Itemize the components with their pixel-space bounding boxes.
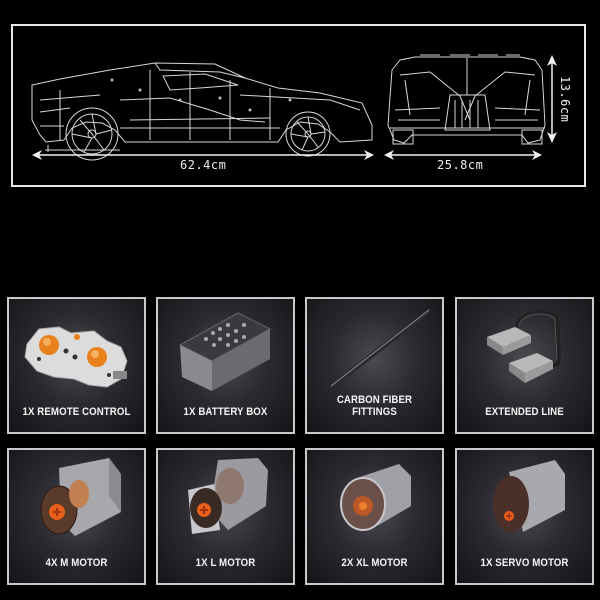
length-dimension: 62.4cm xyxy=(180,158,227,172)
component-label: EXTENDED LINE xyxy=(485,406,564,418)
component-tile-m-motor: 4X M MOTOR xyxy=(7,448,146,585)
component-tile-extended-line: EXTENDED LINE xyxy=(455,297,594,434)
arrow-right-icon xyxy=(364,150,374,160)
height-dimension: 13.6cm xyxy=(558,76,572,123)
width-dimension: 25.8cm xyxy=(437,158,484,172)
xl-motor-icon xyxy=(340,464,411,531)
dimension-arrows xyxy=(32,55,557,160)
servo-motor-icon xyxy=(493,460,565,532)
arrow-up-icon xyxy=(547,55,557,66)
component-label: 1X REMOTE CONTROL xyxy=(22,406,131,418)
l-motor-icon xyxy=(188,458,268,534)
arrow-down-icon xyxy=(547,132,557,143)
component-label: 1X BATTERY BOX xyxy=(183,406,268,418)
carbon-fiber-rod-icon xyxy=(328,308,432,390)
component-tile-remote-control: 1X REMOTE CONTROL xyxy=(7,297,146,434)
car-front-view-drawing xyxy=(387,54,546,145)
arrow-left-icon xyxy=(384,150,394,160)
component-tile-carbon-fiber-fittings: CARBON FIBER FITTINGS xyxy=(305,297,444,434)
car-side-view-drawing xyxy=(31,62,373,161)
m-motor-icon xyxy=(40,458,121,536)
component-label: 2X XL MOTOR xyxy=(341,557,408,569)
component-label: 1X SERVO MOTOR xyxy=(480,557,569,569)
blueprint-frame xyxy=(11,24,586,187)
component-tile-xl-motor: 2X XL MOTOR xyxy=(305,448,444,585)
component-tile-servo-motor: 1X SERVO MOTOR xyxy=(455,448,594,585)
component-label: 4X M MOTOR xyxy=(45,557,108,569)
battery-box-icon xyxy=(178,312,272,391)
component-tile-battery-box: 1X BATTERY BOX xyxy=(156,297,295,434)
component-label: 1X L MOTOR xyxy=(195,557,256,569)
arrow-left-icon xyxy=(32,150,42,160)
extension-cable-icon xyxy=(487,310,562,383)
component-tile-l-motor: 1X L MOTOR xyxy=(156,448,295,585)
arrow-right-icon xyxy=(532,150,542,160)
component-label: CARBON FIBER FITTINGS xyxy=(336,394,413,418)
remote-control-icon xyxy=(24,326,128,388)
